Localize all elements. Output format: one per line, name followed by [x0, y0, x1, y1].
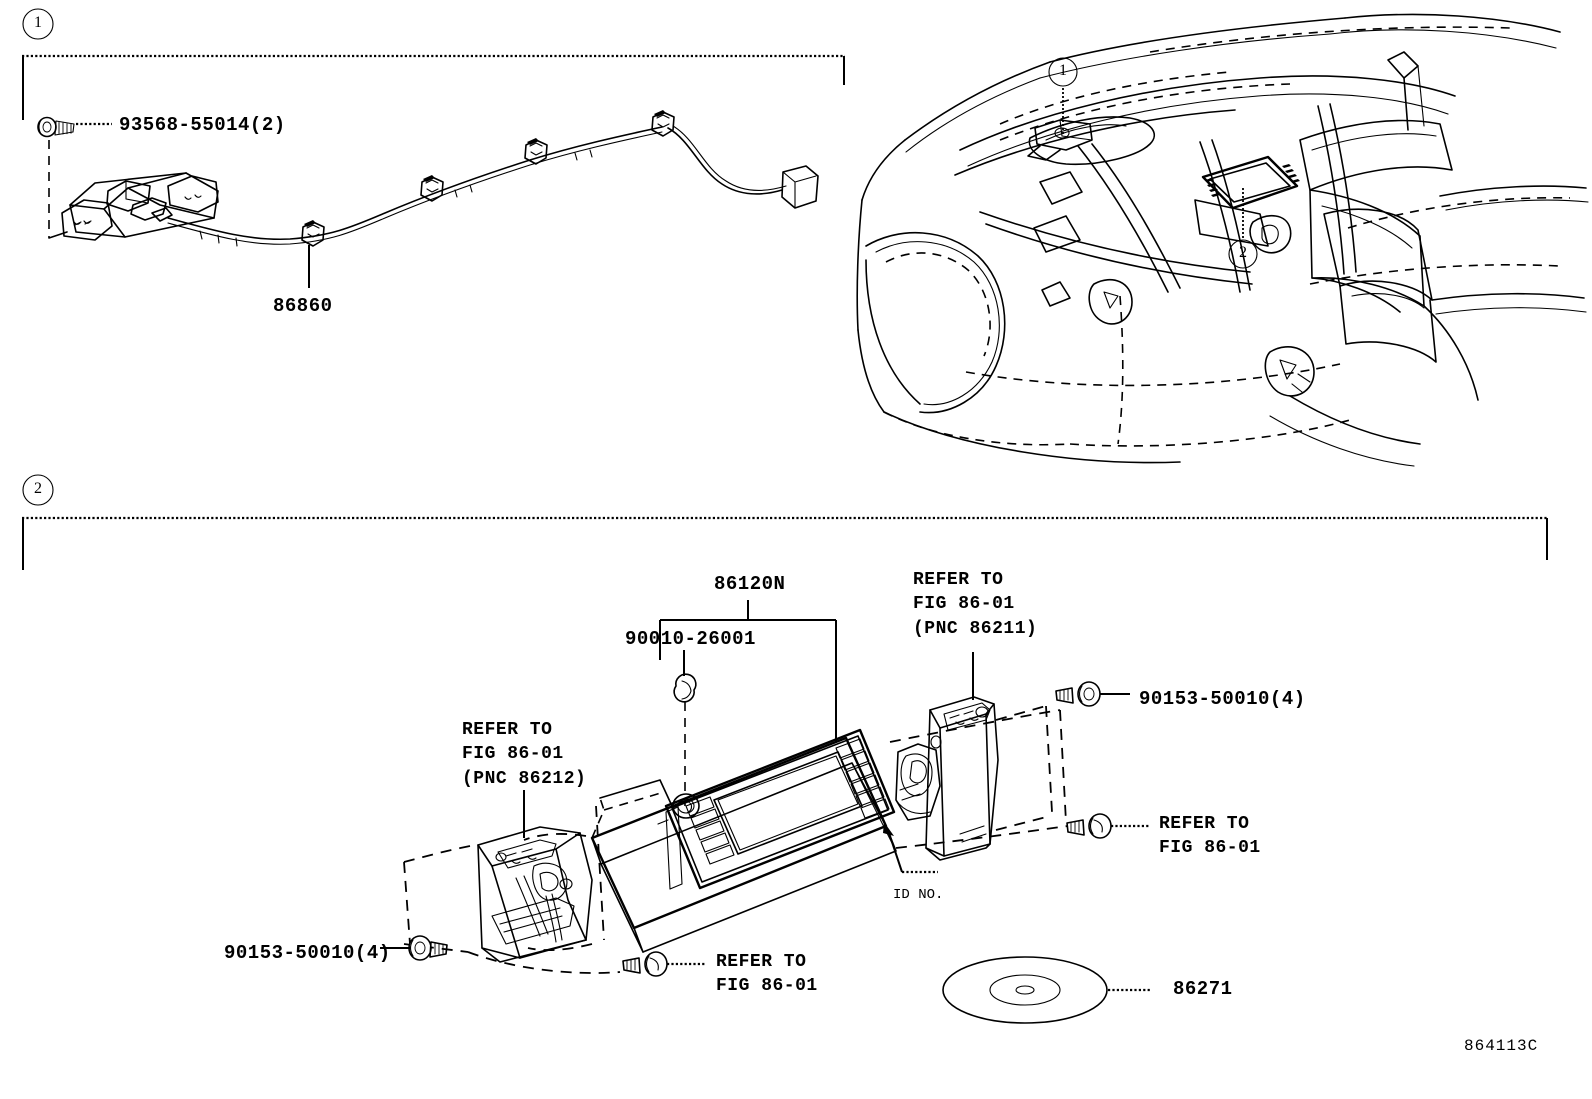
screw-left-lower	[380, 935, 448, 961]
cable-clip	[420, 175, 444, 202]
retainer-clip-part	[673, 673, 697, 806]
speaker-rear	[1264, 346, 1315, 397]
reference-line-1: REFER TO	[913, 570, 1004, 590]
dash-antenna-module	[1027, 119, 1093, 161]
vehicle-callout-1-label: 1	[1059, 62, 1067, 79]
part-number-90010-26001: 90010-26001	[625, 628, 756, 650]
map-disc-part	[942, 956, 1150, 1024]
reference-line-1: REFER TO	[1159, 814, 1250, 834]
reference-line-2: FIG 86-01	[913, 594, 1015, 615]
dash-navigation-display	[1201, 155, 1300, 210]
screw-right-lower	[1066, 813, 1150, 839]
reference-pnc-86212: REFER TO FIG 86-01 (PNC 86212)	[462, 718, 586, 791]
part-number-93568-55014: 93568-55014(2)	[119, 114, 286, 136]
right-mounting-bracket	[895, 696, 999, 861]
navigation-receiver-body	[590, 728, 938, 953]
cable-clip	[651, 110, 675, 137]
section-1-marker-circle	[22, 8, 54, 40]
antenna-coax-cable	[167, 110, 819, 247]
faceplate-right-buttons	[835, 738, 890, 819]
reference-line-3: (PNC 86211)	[913, 618, 1038, 639]
faceplate-left-buttons	[685, 796, 735, 865]
reference-line-1: REFER TO	[462, 720, 553, 740]
vehicle-callout-2-circle	[1228, 239, 1258, 269]
screw-right-upper	[1055, 681, 1130, 707]
part-number-90153-50010-left: 90153-50010(4)	[224, 942, 391, 964]
antenna-assembly-artwork	[37, 110, 819, 288]
part-number-90153-50010-right: 90153-50010(4)	[1139, 688, 1306, 710]
part-number-86271: 86271	[1173, 978, 1233, 1000]
reference-line-2: FIG 86-01	[716, 976, 818, 997]
section-2-marker-circle	[22, 474, 54, 506]
section-2-leaders	[523, 600, 974, 838]
vehicle-interior-illustration	[856, 13, 1589, 467]
id-no-leader	[887, 829, 903, 873]
figure-code: 864113C	[1464, 1037, 1539, 1055]
speaker-front	[1088, 278, 1133, 325]
cable-clip	[524, 138, 548, 165]
section-1-marker-label: 1	[34, 14, 42, 31]
section-2-bracket	[22, 516, 1548, 570]
assembly-alignment-lines	[403, 705, 1069, 974]
reference-line-2: FIG 86-01	[1159, 838, 1261, 859]
reference-right-lower: REFER TO FIG 86-01	[1159, 812, 1261, 861]
antenna-screw-icon	[37, 116, 75, 138]
faceplate-knob	[672, 793, 700, 819]
reference-line-2: FIG 86-01	[462, 744, 564, 765]
vehicle-callout-2-label: 2	[1239, 244, 1247, 261]
screw-bottom-centre	[622, 951, 706, 977]
reference-line-3: (PNC 86212)	[462, 768, 587, 789]
vehicle-callout-1-circle	[1048, 57, 1078, 87]
reference-bottom-centre: REFER TO FIG 86-01	[716, 950, 818, 999]
section-1-bracket	[22, 54, 845, 120]
reference-pnc-86211: REFER TO FIG 86-01 (PNC 86211)	[913, 568, 1037, 641]
section-2-marker-label: 2	[34, 480, 42, 497]
reference-line-1: REFER TO	[716, 952, 807, 972]
cable-clip	[301, 220, 325, 247]
id-no-annotation: ID NO.	[893, 887, 944, 903]
antenna-amplifier-body	[61, 172, 219, 241]
part-number-86860: 86860	[273, 295, 333, 317]
part-number-86120N: 86120N	[714, 573, 786, 595]
left-mounting-bracket	[477, 826, 593, 963]
